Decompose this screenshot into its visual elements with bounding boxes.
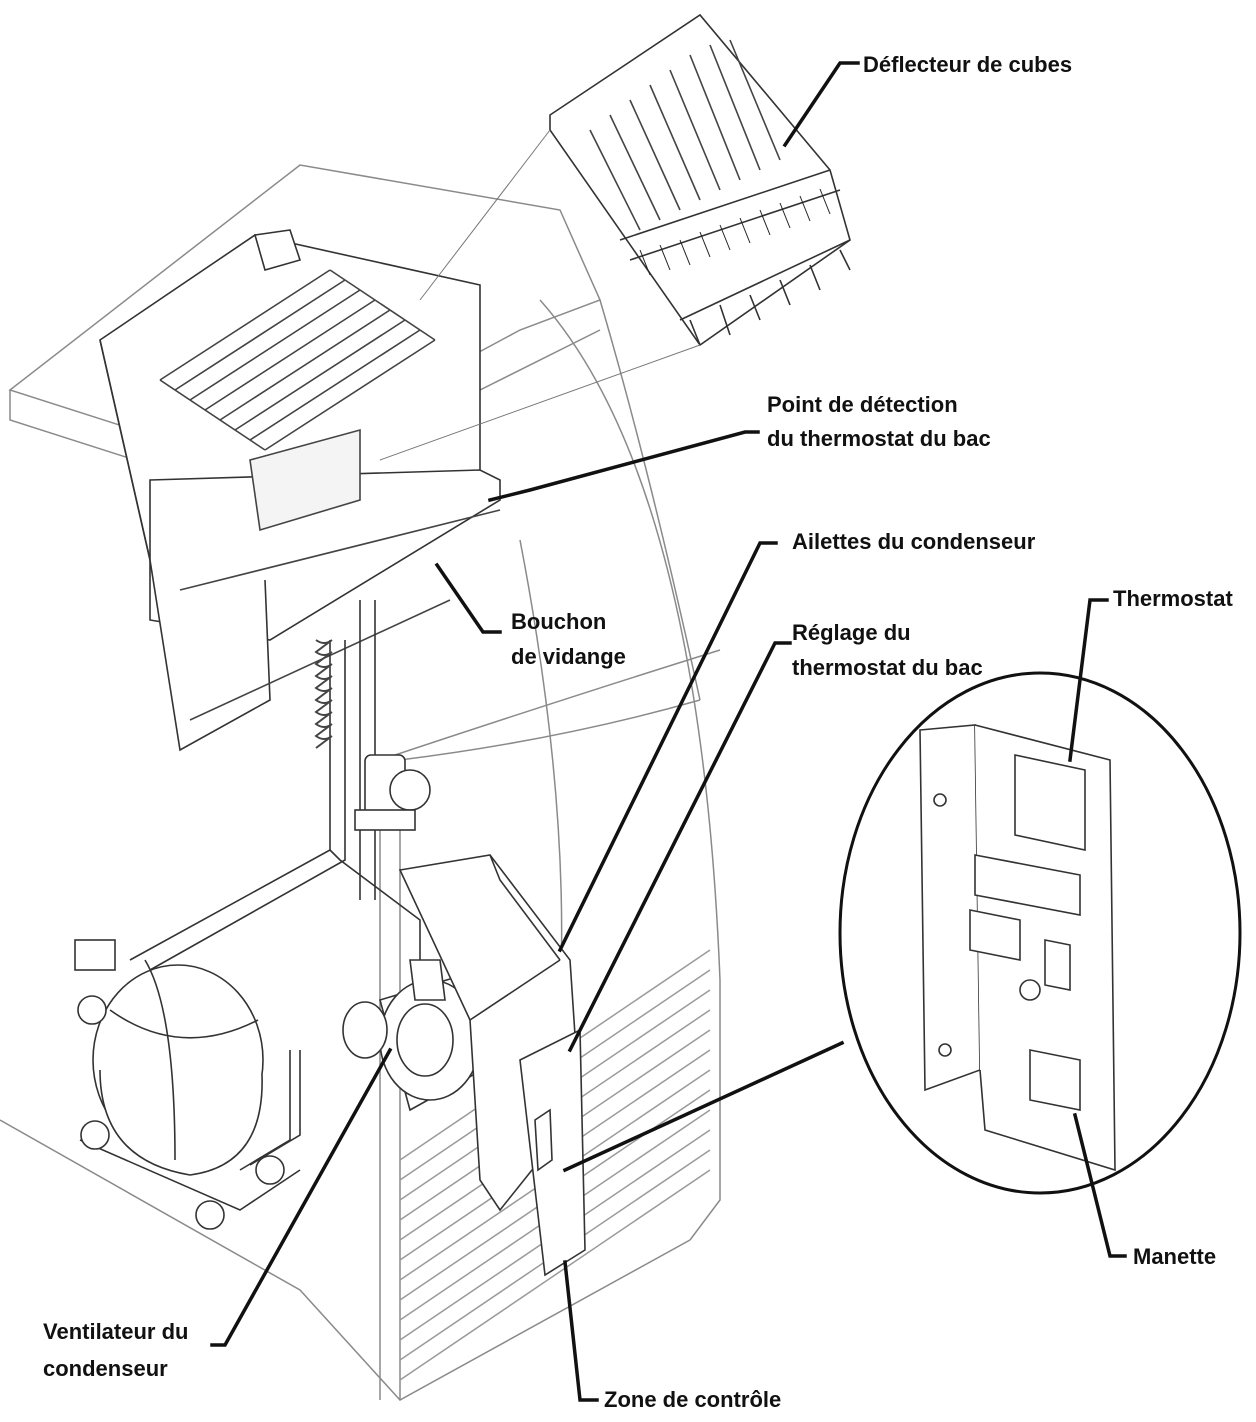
leader-thermostat xyxy=(1068,598,1109,762)
label-detection-point-line2: du thermostat du bac xyxy=(767,426,991,451)
label-thermostat: Thermostat xyxy=(1113,586,1233,611)
label-condenser-fan-line2: condenseur xyxy=(43,1356,168,1381)
label-handle: Manette xyxy=(1133,1244,1217,1269)
leader-drain-plug xyxy=(434,562,502,634)
label-bin-thermostat-setting-line1: Réglage du xyxy=(792,620,911,645)
leader-control-panel xyxy=(562,1040,845,1173)
leader-handle xyxy=(1072,1112,1127,1258)
label-detection-point-line1: Point de détection xyxy=(767,392,958,417)
label-bin-thermostat-setting-line2: thermostat du bac xyxy=(792,655,983,680)
leader-bin-thermostat-setting xyxy=(567,641,792,1053)
label-control-zone: Zone de contrôle xyxy=(604,1387,782,1412)
cube-deflector-part xyxy=(549,13,851,347)
control-panel-inset xyxy=(838,671,1242,1195)
label-condenser-fins: Ailettes du condenseur xyxy=(792,529,1036,554)
evaporator-assembly xyxy=(99,229,501,752)
control-box xyxy=(519,1028,586,1277)
label-drain-plug-line1: Bouchon xyxy=(511,609,607,634)
leader-cube-deflector xyxy=(782,61,860,148)
capillary-coil xyxy=(314,639,333,749)
explosion-line xyxy=(379,344,701,461)
leader-control-zone xyxy=(563,1260,599,1402)
label-condenser-fan-line1: Ventilateur du xyxy=(43,1319,189,1344)
leader-detection-point xyxy=(487,430,760,503)
compressor xyxy=(74,939,301,1230)
leader-condenser-fins xyxy=(557,541,778,953)
explosion-line xyxy=(419,129,551,301)
label-drain-plug-line2: de vidange xyxy=(511,644,626,669)
evaporator-grid xyxy=(159,269,436,532)
label-cube-deflector: Déflecteur de cubes xyxy=(863,52,1073,77)
leader-condenser-fan xyxy=(210,1047,393,1347)
water-valve xyxy=(354,754,431,831)
